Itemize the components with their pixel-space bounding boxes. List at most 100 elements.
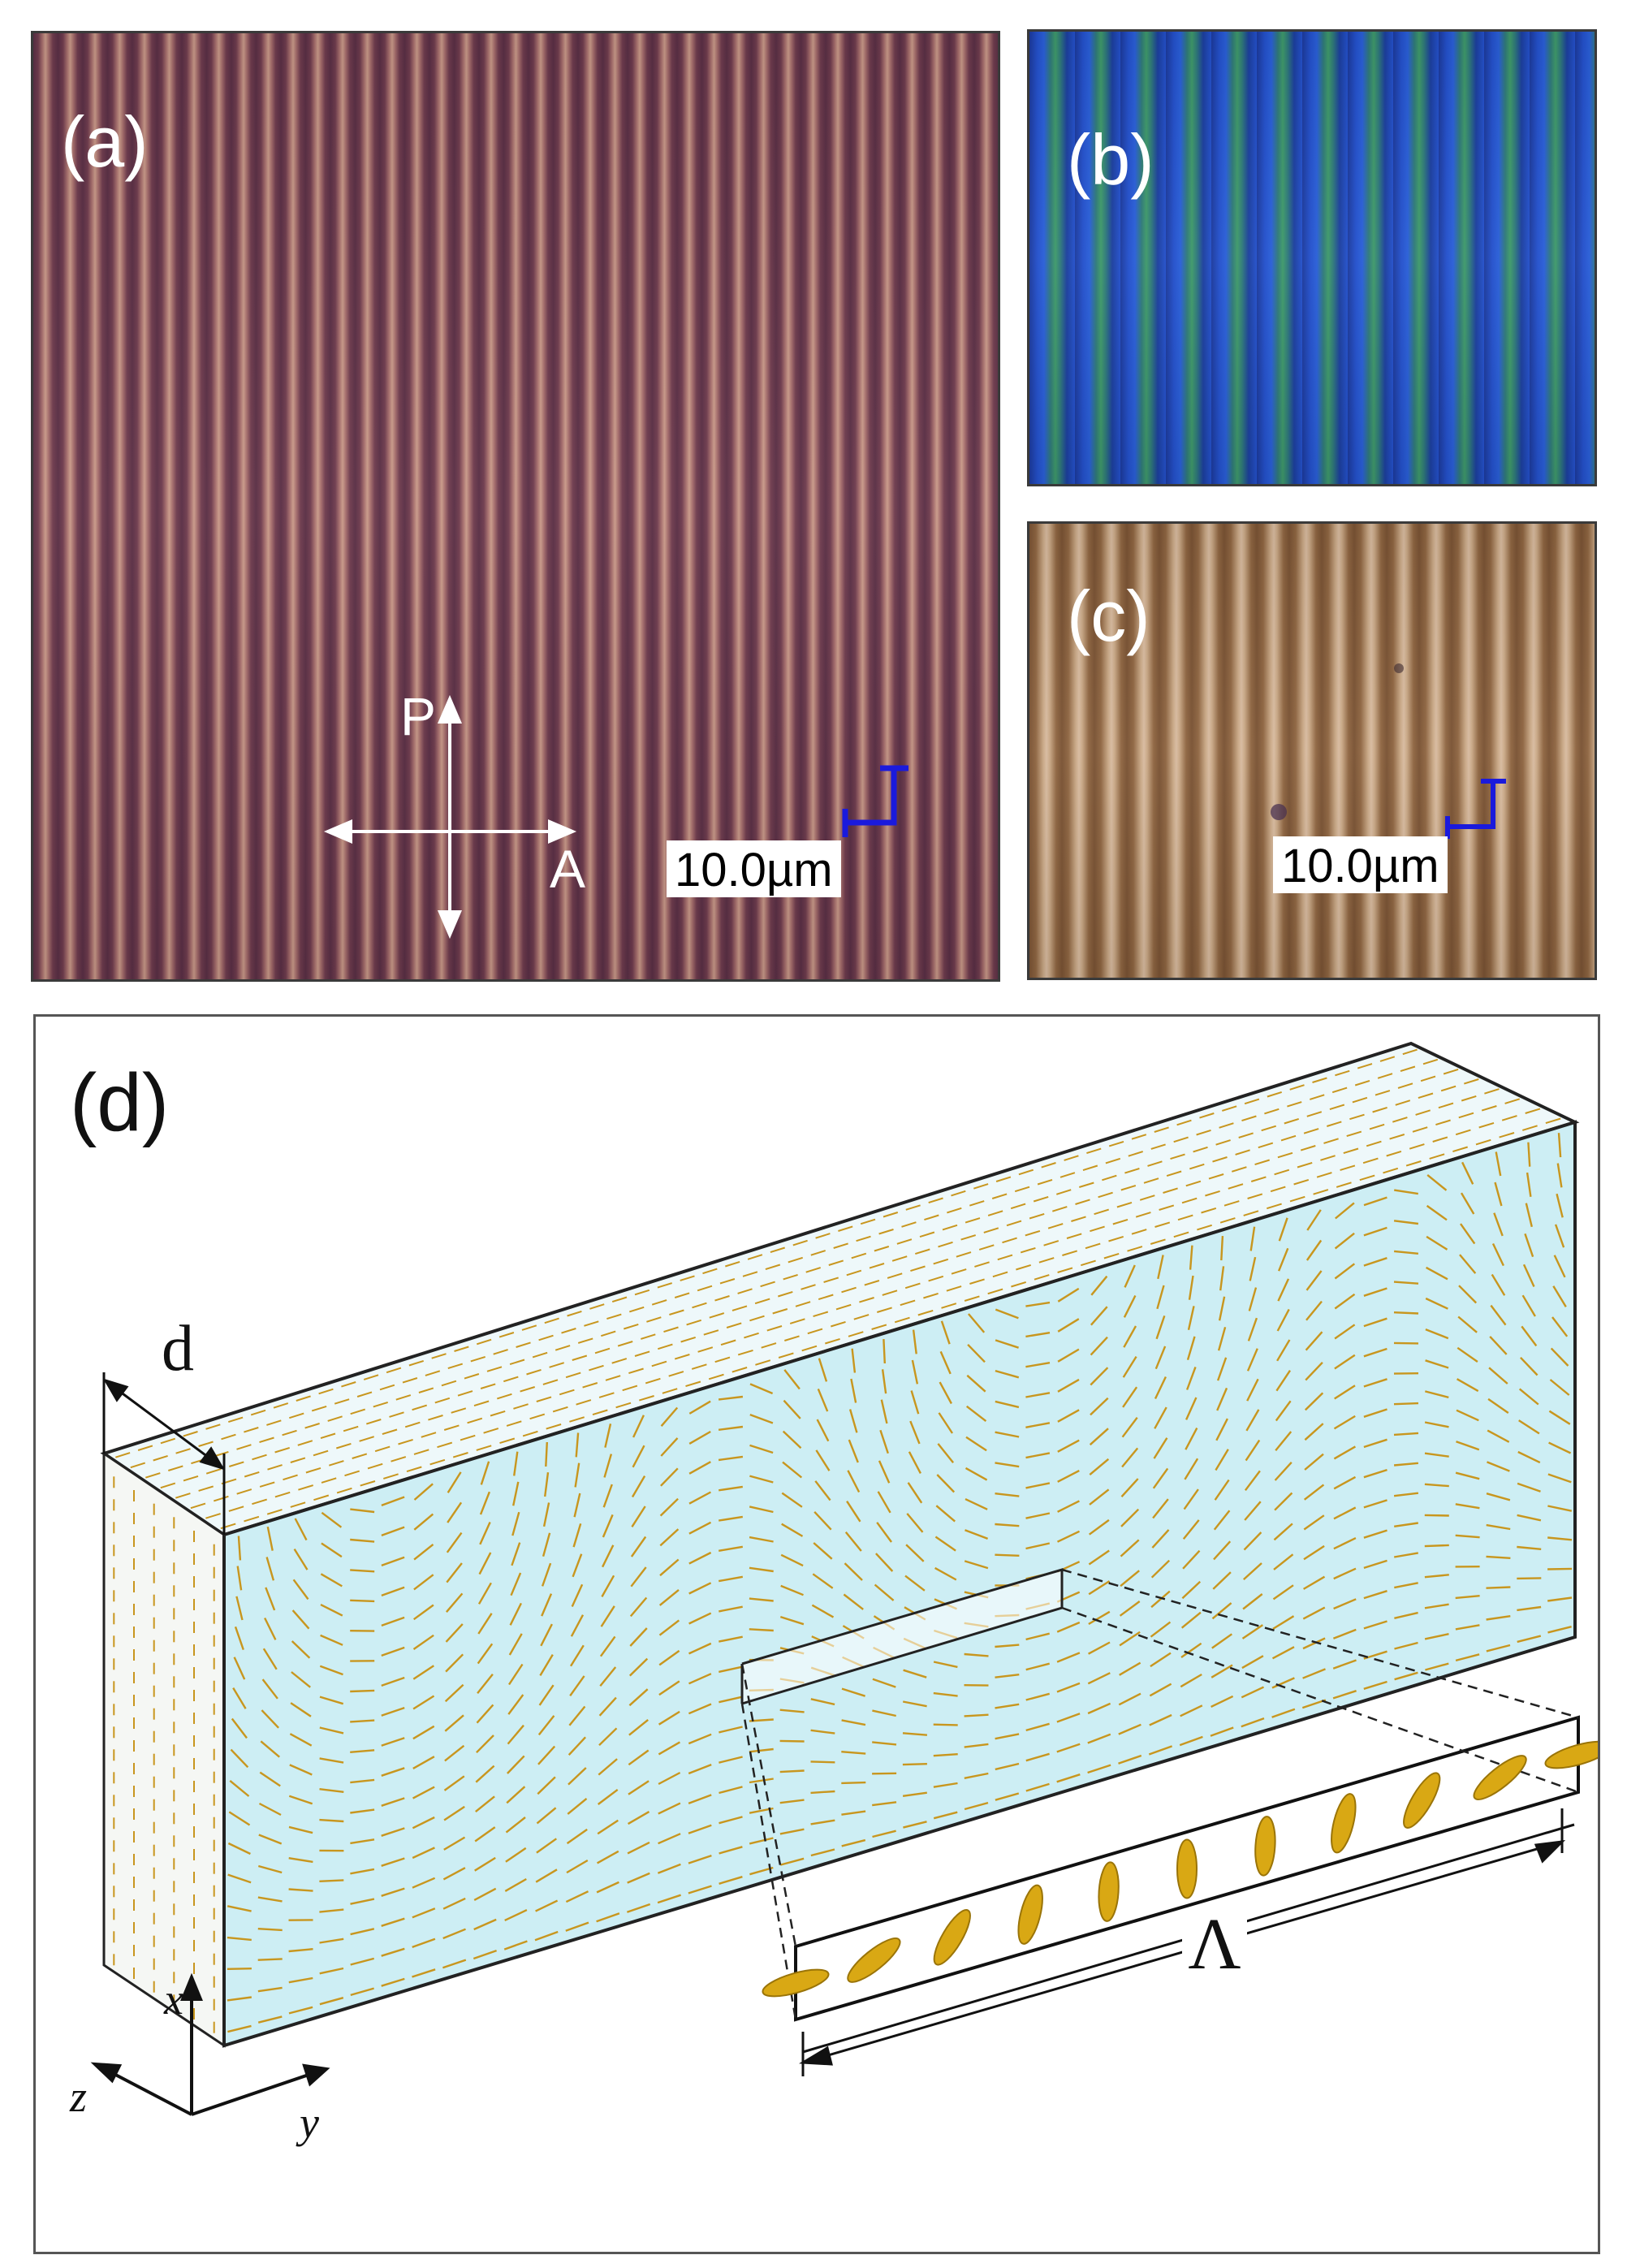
director-segment: [350, 1928, 375, 1936]
director-segment: [688, 1400, 711, 1415]
director-segment: [939, 1350, 952, 1375]
director-segment: [688, 1794, 712, 1805]
director-segment: [1504, 1098, 1521, 1104]
director-segment: [274, 1446, 290, 1454]
director-segment: [334, 1398, 350, 1405]
director-segment: [1025, 1722, 1050, 1732]
director-segment: [934, 1536, 956, 1552]
director-segment: [473, 1887, 497, 1901]
director-segment: [229, 1461, 244, 1467]
director-segment: [568, 1736, 586, 1756]
director-segment: [1056, 1773, 1081, 1783]
director-segment: [381, 1797, 405, 1807]
director-segment: [1363, 1499, 1387, 1509]
director-segment: [381, 1556, 405, 1567]
director-segment: [596, 1881, 619, 1894]
director-segment: [319, 1696, 344, 1705]
director-segment: [719, 1786, 743, 1795]
director-segment: [669, 1309, 684, 1315]
director-segment: [692, 1302, 707, 1309]
director-segment: [1189, 1245, 1193, 1270]
director-segment: [1057, 1267, 1073, 1273]
director-segment: [628, 1688, 649, 1707]
director-segment: [320, 1573, 343, 1588]
director-segment: [1241, 1717, 1265, 1728]
director-segment: [1249, 1226, 1256, 1251]
director-segment: [1025, 1422, 1051, 1428]
director-segment: [964, 1743, 989, 1748]
director-segment: [1258, 1142, 1274, 1149]
director-segment: [965, 1529, 989, 1540]
director-segment: [541, 1562, 552, 1587]
director-segment: [1094, 1208, 1109, 1216]
director-segment: [856, 1235, 871, 1242]
director-segment: [904, 1575, 926, 1592]
director-segment: [412, 1665, 434, 1680]
director-segment: [631, 1506, 646, 1527]
director-segment: [421, 1432, 437, 1438]
director-segment: [1277, 1151, 1293, 1159]
director-segment: [891, 1255, 908, 1262]
director-segment: [627, 1811, 650, 1825]
director-segment: [447, 1501, 463, 1523]
director-segment: [1087, 1764, 1111, 1774]
director-segment: [1156, 1285, 1165, 1310]
director-segment: [928, 1197, 943, 1204]
director-segment: [900, 1299, 916, 1307]
director-segment: [1211, 1695, 1234, 1708]
director-segment: [838, 1225, 853, 1232]
director-segment: [997, 1254, 1013, 1261]
front-face-directors: [227, 1133, 1573, 2033]
director-segment: [288, 2006, 313, 2015]
director-segment: [995, 1553, 1020, 1557]
director-segment: [1108, 1140, 1124, 1147]
director-segment: [910, 1265, 926, 1272]
director-segment: [506, 1786, 526, 1804]
director-segment: [630, 1536, 647, 1557]
director-segment: [1393, 1250, 1419, 1255]
director-segment: [1025, 1332, 1051, 1338]
director-segment: [1057, 1287, 1080, 1302]
director-segment: [634, 1289, 650, 1296]
director-segment: [1277, 1247, 1289, 1272]
director-segment: [198, 1485, 214, 1492]
director-segment: [1289, 1195, 1305, 1203]
director-segment: [413, 1513, 434, 1531]
director-segment: [1422, 1058, 1439, 1065]
director-segment: [691, 1363, 707, 1370]
director-segment: [1219, 1217, 1236, 1224]
director-segment: [381, 1706, 405, 1717]
director-segment: [1302, 1668, 1326, 1679]
director-segment: [859, 1297, 874, 1303]
director-segment: [1426, 1266, 1448, 1281]
director-segment: [815, 1449, 831, 1471]
director-segment: [576, 1399, 592, 1406]
director-segment: [257, 1864, 283, 1874]
inset-window: [741, 1567, 1064, 1705]
director-segment: [933, 1258, 949, 1265]
director-segment: [1517, 1450, 1541, 1464]
director-segment: [244, 1427, 259, 1433]
director-segment: [570, 1614, 585, 1637]
director-segment: [412, 1786, 435, 1799]
director-segment: [447, 1363, 463, 1370]
director-segment: [1489, 1336, 1508, 1355]
director-segment: [1124, 1168, 1140, 1174]
director-segment: [1481, 1105, 1497, 1112]
director-segment: [779, 1799, 805, 1804]
director-segment: [1213, 1540, 1232, 1561]
director-segment: [1185, 1397, 1198, 1420]
director-segment: [1487, 1461, 1510, 1472]
director-segment: [783, 1399, 801, 1419]
director-segment: [1334, 1385, 1356, 1400]
director-segment: [478, 1552, 492, 1575]
director-segment: [1150, 1652, 1172, 1668]
director-segment: [1272, 1615, 1295, 1630]
director-segment: [412, 1404, 427, 1411]
director-segment: [1346, 1130, 1362, 1138]
director-segment: [1333, 1445, 1356, 1460]
director-segment: [261, 1709, 279, 1729]
director-segment: [602, 1484, 613, 1508]
director-segment: [320, 1604, 343, 1617]
director-segment: [1274, 1169, 1290, 1176]
